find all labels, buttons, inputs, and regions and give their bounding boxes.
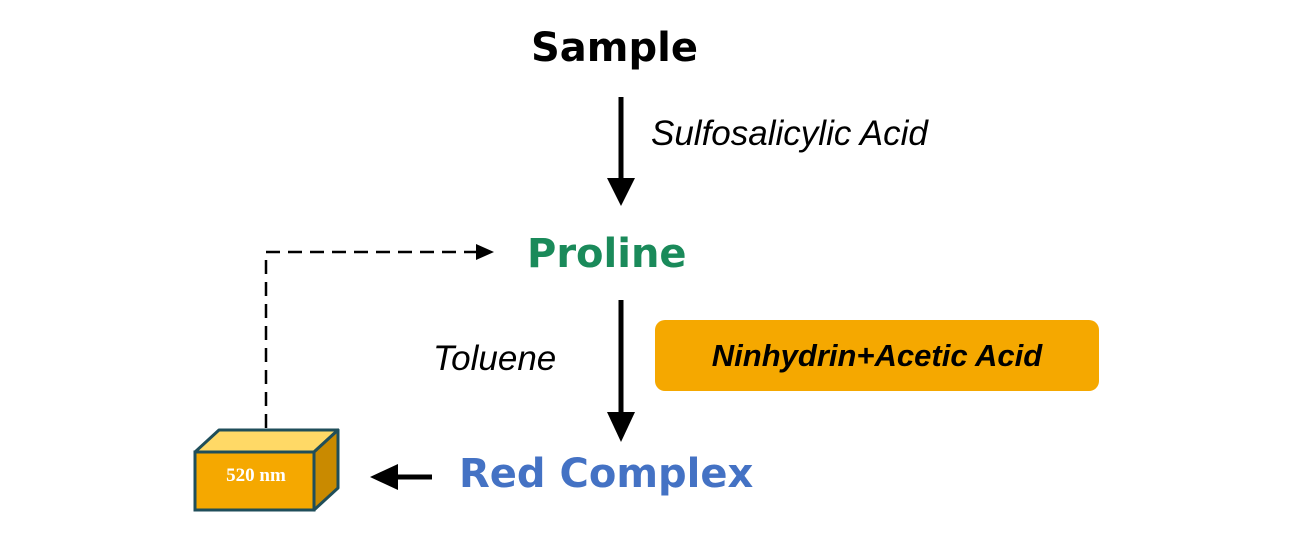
- arrow-red-complex-to-cuvette: [370, 464, 432, 490]
- cuvette-wavelength-label: 520 nm: [226, 465, 286, 486]
- cuvette-front: [193, 450, 316, 512]
- dashed-arrow-cuvette-to-proline: [264, 244, 494, 428]
- arrow-sample-to-proline: [607, 97, 635, 206]
- cuvette-box: [193, 428, 340, 512]
- node-proline: Proline: [527, 231, 687, 277]
- label-sulfosalicylic-acid: Sulfosalicylic Acid: [651, 114, 928, 153]
- reagent-label: Ninhydrin+Acetic Acid: [711, 337, 1043, 373]
- label-toluene: Toluene: [433, 339, 557, 378]
- node-sample: Sample: [531, 25, 698, 71]
- arrow-proline-to-red-complex: [607, 300, 635, 442]
- reagent-badge: Ninhydrin+Acetic Acid: [655, 320, 1099, 391]
- node-red-complex: Red Complex: [459, 451, 754, 497]
